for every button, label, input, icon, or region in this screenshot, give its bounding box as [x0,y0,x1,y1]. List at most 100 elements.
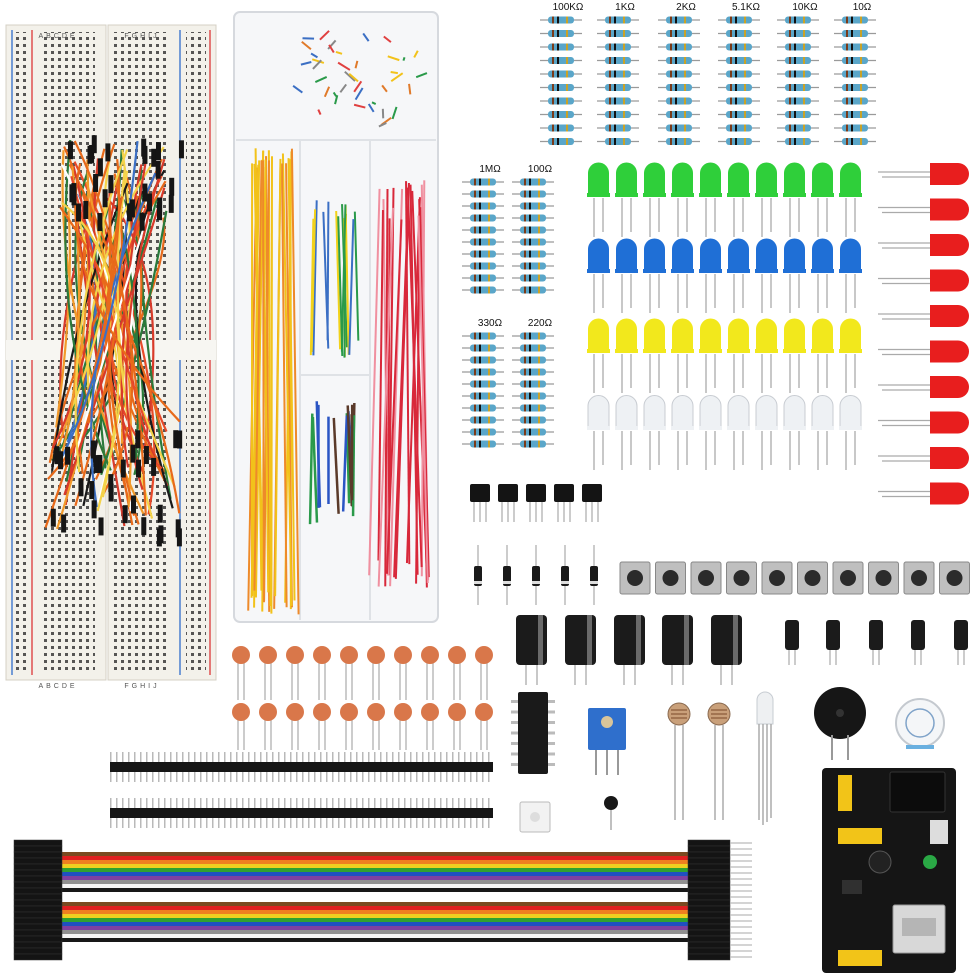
resistor [834,97,876,105]
breadboard-letters-top-left: ABCDE [38,33,77,40]
resistor [512,440,554,448]
resistor [462,332,504,340]
jumper-connector [141,138,147,157]
led [878,269,969,292]
jumper-wire [270,156,273,614]
resistor [462,226,504,234]
dupont-connector [687,917,731,925]
jumper-wire [332,91,338,97]
jumper-connector [65,446,71,465]
jumper-connector [175,519,181,538]
jumper-wire [390,72,404,82]
led [643,162,666,237]
jumper-connector [108,483,114,502]
resistor [512,428,554,436]
ribbon-wire [60,922,700,926]
resistor [540,30,582,37]
push-button [761,561,793,595]
transistor [526,484,546,522]
resistor [777,16,819,24]
jumper-wire [51,182,129,472]
potentiometer [588,708,626,775]
resistor [540,70,582,78]
jumper-connector [173,430,179,449]
resistor [658,70,700,78]
ribbon-wire [60,860,700,864]
transistor [582,484,602,522]
jumper-connector [157,504,163,523]
jumper-wire [262,160,265,603]
jumper-connector [151,457,157,476]
jumper-wire [353,80,363,93]
dupont-connector [13,899,63,907]
jumper-wire [311,58,325,64]
jumper-wire [385,219,403,574]
dupont-connector [13,851,63,859]
jumper-wire [418,199,430,578]
resistor [462,262,504,270]
resistor [777,124,819,132]
resistor [777,57,819,64]
jumper-wire [354,60,359,69]
ribbon-wire [60,852,700,856]
resistor [512,262,554,270]
ribbon-wire [60,856,700,860]
push-button [655,561,686,595]
ceramic-capacitor [259,646,277,700]
resistor [834,138,876,145]
ceramic-capacitor [259,703,277,750]
led [783,318,806,393]
resistor [658,57,700,64]
electrolytic-capacitor [869,620,883,665]
jumper-wire [417,215,429,584]
led [755,318,778,393]
resistor [777,84,819,91]
resistor [834,30,876,37]
led [839,162,862,237]
resistor [540,111,582,118]
resistor [512,344,554,352]
breadboard-letters-top-right: FGHIJ [124,33,159,40]
led [878,447,969,469]
jumper-wire [341,415,349,512]
resistor [658,124,700,132]
pin-header-bottom [110,798,493,828]
resistor [462,238,504,246]
resistor [834,57,876,64]
resistor [462,344,504,352]
jumper-connector [155,160,161,179]
dupont-connector [687,845,731,853]
dupont-connector [13,881,63,889]
resistor [597,124,639,132]
led [615,318,638,393]
electrolytic-capacitor [565,615,596,685]
jumper-connector [89,144,95,163]
jumper-connector [58,451,64,470]
led [783,238,806,313]
resistor [777,70,819,78]
jumper-wire [415,72,428,79]
ceramic-capacitor [313,646,331,700]
dupont-connector [13,869,63,877]
jumper-connector [169,177,175,196]
led [699,238,722,313]
resistor [512,238,554,246]
jumper-connector [155,142,161,161]
resistor [777,111,819,118]
resistor [658,16,700,24]
ceramic-capacitor [421,646,439,700]
dupont-connector [687,881,731,889]
piezo-buzzer [895,698,945,749]
led [699,395,722,470]
dupont-connector [13,839,63,847]
jumper-connector [143,446,149,465]
resistor [540,138,582,145]
jumper-wire [390,71,399,75]
led [643,238,666,313]
u-shape-jumper-wires [247,30,430,615]
ribbon-wire [60,910,700,914]
jumper-wire [253,160,263,591]
resistor [718,138,760,145]
dupont-connector [13,857,63,865]
jumper-connector [120,459,126,478]
